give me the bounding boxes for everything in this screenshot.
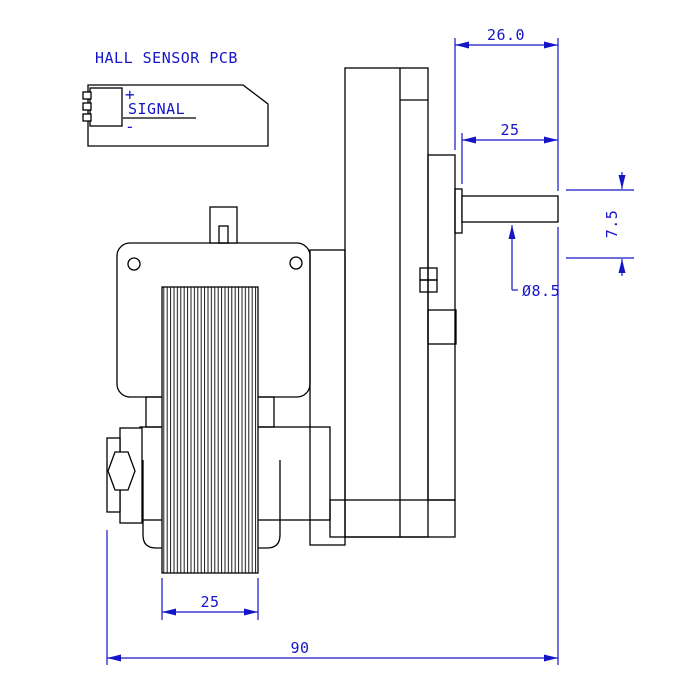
stator-laminations [161, 286, 259, 574]
pin-minus-label: - [125, 117, 135, 136]
dimension-text: Ø8.5 [522, 282, 560, 300]
shaft-boss [454, 188, 463, 234]
dimension-shaft-usable-length: 25 [461, 121, 558, 184]
terminal-tab [209, 206, 238, 244]
connector-pin-plus [82, 91, 92, 100]
output-shaft [461, 195, 559, 223]
gearbox-front-flange [427, 154, 456, 501]
pcb-outline [87, 84, 269, 147]
bracket-screw-hole-right [289, 256, 303, 270]
dimension-text: 90 [290, 639, 309, 657]
hall-sensor-pcb-detail: HALL SENSOR PCB + SIGNAL - [82, 49, 269, 147]
gearbox-bottom-flange [329, 499, 456, 538]
pin-signal-label: SIGNAL [128, 100, 185, 118]
terminal-tab-slot [218, 225, 229, 244]
dimension-stator-stack-width: 25 [161, 578, 259, 620]
connector-pin-signal [82, 102, 92, 111]
bracket-screw-hole-left [127, 257, 141, 271]
bracket-foot-right [256, 396, 275, 428]
gearbox-side-block [427, 309, 457, 345]
dimension-text: 7.5 [603, 210, 621, 239]
dimension-shaft-diameter: Ø8.5 [508, 225, 560, 300]
dimension-shaft-total-length: 26.0 [454, 26, 559, 191]
rear-hex-nut [107, 451, 136, 491]
pin-plus-label: + [125, 85, 135, 104]
dimension-text: 25 [200, 593, 219, 611]
dimension-text: 26.0 [487, 26, 525, 44]
connector-pin-minus [82, 113, 92, 122]
dimension-text: 25 [500, 121, 519, 139]
motor-frame [309, 249, 346, 546]
dimension-shaft-vertical-offset: 7.5 [566, 172, 634, 276]
pcb-title-label: HALL SENSOR PCB [95, 49, 238, 67]
bracket-foot-left [145, 396, 164, 428]
pcb-connector [89, 87, 123, 127]
dimension-overall-length: 90 [106, 227, 559, 665]
gearbox-fitting-lower [419, 279, 438, 293]
motor-outline [106, 67, 559, 574]
gearbox-housing [344, 67, 429, 538]
